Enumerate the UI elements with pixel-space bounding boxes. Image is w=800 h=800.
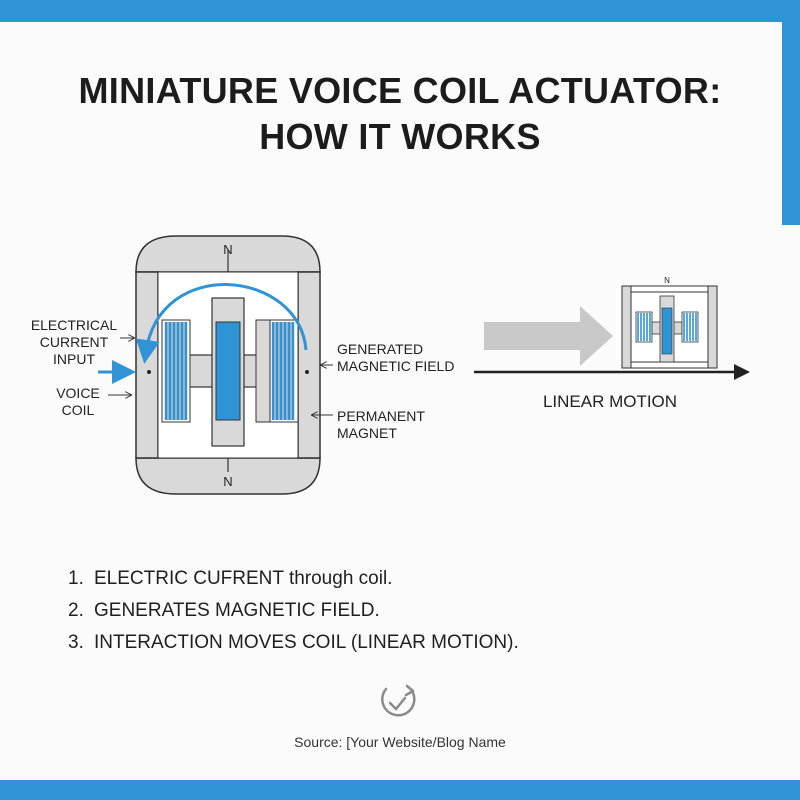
mini-actuator — [621, 285, 718, 369]
top-accent-bar — [0, 0, 800, 22]
label-generated-field: GENERATED MAGNETIC FIELD — [337, 341, 455, 374]
label-permanent-magnet: PERMANENT MAGNET — [337, 408, 425, 441]
refresh-check-icon — [381, 684, 416, 717]
pole-bottom-label: N — [223, 474, 232, 489]
voice-coil-right — [255, 319, 299, 423]
coil-dot-right — [305, 370, 309, 374]
coil-dot-left — [147, 370, 151, 374]
step-item: 2.GENERATES MAGNETIC FIELD. — [68, 600, 380, 621]
voice-coil-left — [161, 319, 191, 423]
label-voice-coil: VOICE COIL — [56, 385, 100, 418]
step-item: 1.ELECTRIC CUFRENT through coil. — [68, 568, 393, 589]
page-title: MINIATURE VOICE COIL ACTUATOR: HOW IT WO… — [0, 68, 800, 160]
steps-list: 1.ELECTRIC CUFRENT through coil. 2.GENER… — [68, 563, 519, 659]
title-line-2: HOW IT WORKS — [259, 116, 541, 157]
source-credit: Source: [Your Website/Blog Name — [294, 734, 506, 750]
title-line-1: MINIATURE VOICE COIL ACTUATOR: — [78, 70, 722, 111]
mini-pole-label: N — [664, 276, 670, 285]
label-electrical-input: ELECTRICAL CURRENT INPUT — [30, 317, 118, 367]
pole-top-label: N — [223, 242, 232, 257]
right-accent-bar — [782, 22, 800, 225]
center-shaft — [187, 297, 269, 447]
magnetic-field-arc — [135, 283, 308, 364]
step-item: 3.INTERACTION MOVES COIL (LINEAR MOTION)… — [68, 632, 519, 653]
linear-motion-arrowhead — [734, 364, 750, 380]
linear-motion-label: LINEAR MOTION — [542, 392, 678, 411]
bottom-accent-bar — [0, 780, 800, 800]
transition-arrow — [484, 306, 613, 366]
